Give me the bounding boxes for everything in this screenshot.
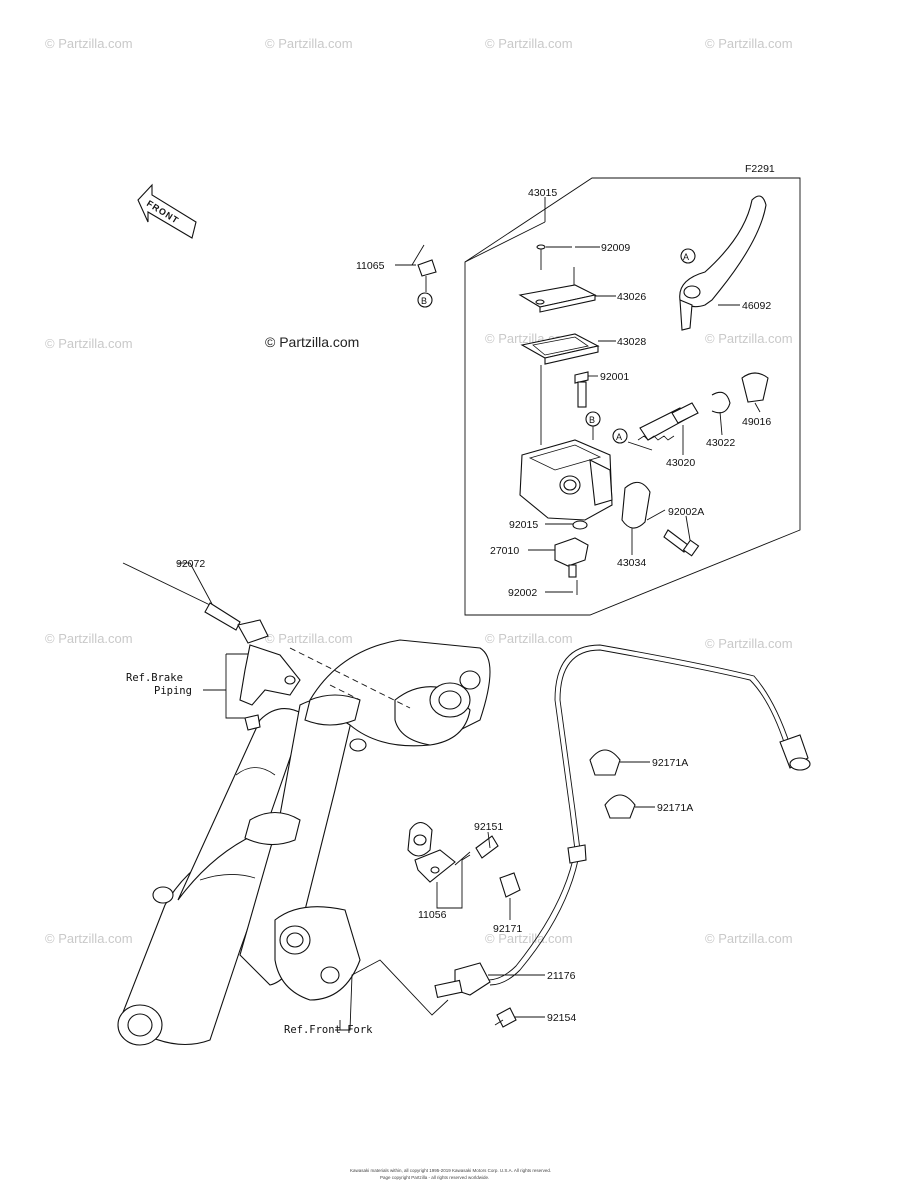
ref-front-fork-label: Ref.Front Fork bbox=[284, 1024, 373, 1036]
watermark: © Partzilla.com bbox=[45, 931, 133, 946]
diagram-code: F2291 bbox=[745, 163, 775, 175]
part-label: 43015 bbox=[528, 187, 557, 199]
part-label: 92072 bbox=[176, 558, 205, 570]
part-label: 92154 bbox=[547, 1012, 576, 1024]
watermark: © Partzilla.com bbox=[485, 36, 573, 51]
part-label: 43022 bbox=[706, 437, 735, 449]
watermark: © Partzilla.com bbox=[265, 631, 353, 646]
part-label: 92009 bbox=[601, 242, 630, 254]
part-label: 92002A bbox=[668, 506, 704, 518]
master-cylinder-assembly bbox=[417, 195, 769, 595]
footer-copyright: Page copyright Partzilla - all rights re… bbox=[380, 1175, 489, 1180]
watermark: © Partzilla.com bbox=[705, 636, 793, 651]
part-labels: 43015 92009 43026 43028 92001 11065 4609… bbox=[176, 187, 771, 1024]
footer-copyright: Kawasaki materials within, all copyright… bbox=[350, 1168, 551, 1173]
part-label: 43020 bbox=[666, 457, 695, 469]
part-label: 92001 bbox=[600, 371, 629, 383]
callout-b: B bbox=[589, 415, 595, 425]
part-label: 43028 bbox=[617, 336, 646, 348]
part-label: 92015 bbox=[509, 519, 538, 531]
watermark: © Partzilla.com bbox=[705, 36, 793, 51]
part-label: 27010 bbox=[490, 545, 519, 557]
watermark: © Partzilla.com bbox=[485, 931, 573, 946]
part-label: 11065 bbox=[356, 260, 385, 272]
part-label: 92151 bbox=[474, 821, 503, 833]
part-label: 49016 bbox=[742, 416, 771, 428]
watermark: © Partzilla.com bbox=[705, 331, 793, 346]
callout-a: A bbox=[683, 252, 689, 262]
sensor-cable-21176 bbox=[434, 644, 811, 999]
callout-a: A bbox=[616, 432, 622, 442]
part-label: 92171A bbox=[657, 802, 693, 814]
leader-lines bbox=[178, 244, 761, 1031]
sensor-bracket-group bbox=[414, 835, 521, 1028]
part-label: 11056 bbox=[418, 909, 447, 921]
watermark: © Partzilla.com bbox=[705, 931, 793, 946]
watermark: © Partzilla.com bbox=[265, 36, 353, 51]
brake-hose-92072 bbox=[122, 562, 301, 731]
clip-icon bbox=[589, 749, 621, 776]
callout-b: B bbox=[421, 296, 427, 306]
watermark: © Partzilla.com bbox=[485, 631, 573, 646]
watermark: © Partzilla.com bbox=[45, 631, 133, 646]
copyright-label: © Partzilla.com bbox=[265, 334, 359, 350]
part-label: 46092 bbox=[742, 300, 771, 312]
part-label: 92002 bbox=[508, 587, 537, 599]
front-fork-assembly bbox=[117, 639, 491, 1046]
ref-brake-label: Ref.Brake bbox=[126, 672, 183, 684]
watermark: © Partzilla.com bbox=[45, 336, 133, 351]
front-arrow-icon: FRONT bbox=[137, 183, 197, 239]
watermark: © Partzilla.com bbox=[45, 36, 133, 51]
part-label: 92171A bbox=[652, 757, 688, 769]
watermark-grid: © Partzilla.com © Partzilla.com © Partzi… bbox=[45, 36, 793, 946]
clip-icon bbox=[604, 794, 636, 819]
part-label: 92171 bbox=[493, 923, 522, 935]
part-label: 43034 bbox=[617, 557, 646, 569]
ref-piping-label: Piping bbox=[154, 685, 192, 697]
part-label: 21176 bbox=[547, 970, 576, 982]
part-label: 43026 bbox=[617, 291, 646, 303]
